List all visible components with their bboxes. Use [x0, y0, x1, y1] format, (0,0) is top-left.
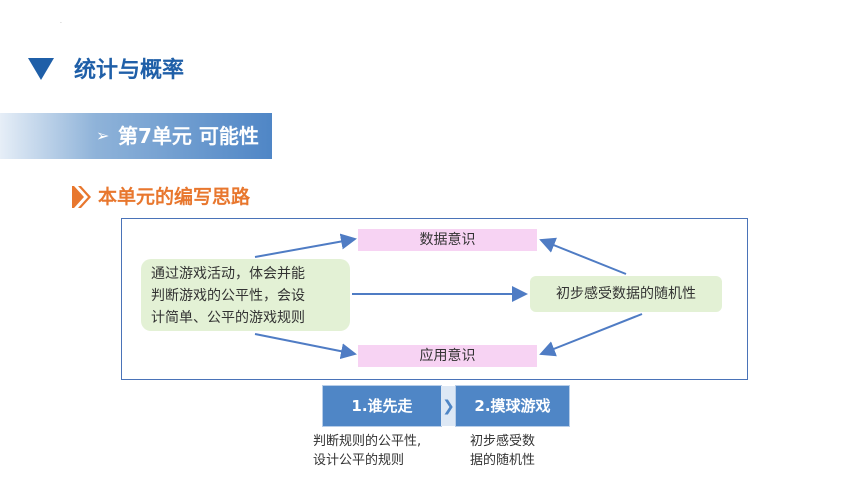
step-1-caption: 判断规则的公平性, 设计公平的规则: [313, 432, 453, 470]
title-triangle-icon: [28, 58, 54, 80]
step-2-caption-line-1: 初步感受数: [470, 434, 536, 449]
decorative-dot: ·: [60, 20, 62, 27]
double-chevron-icon: [72, 186, 91, 208]
game-activity-line-1: 通过游戏活动，体会并能: [151, 266, 305, 282]
arrow-right-to-bottom: [539, 313, 643, 357]
chevron-right-icon: ❯: [441, 386, 456, 426]
game-activity-box: 通过游戏活动，体会并能 判断游戏的公平性，会设 计简单、公平的游戏规则: [141, 259, 350, 331]
arrow-right-to-top: [539, 237, 627, 275]
step-1-caption-line-1: 判断规则的公平性,: [313, 434, 422, 449]
step-2-box: 2.摸球游戏: [456, 386, 569, 426]
randomness-box: 初步感受数据的随机性: [530, 276, 722, 312]
unit-title: 第7单元 可能性: [118, 124, 259, 148]
step-2-caption: 初步感受数 据的随机性: [470, 432, 570, 470]
diagram-frame: [121, 218, 748, 380]
step-1-box: 1.谁先走: [323, 386, 441, 426]
step-2-caption-line-2: 据的随机性: [470, 453, 536, 468]
arrow-left-to-top: [254, 233, 357, 258]
game-activity-line-3: 计简单、公平的游戏规则: [151, 310, 305, 326]
step-1-caption-line-2: 设计公平的规则: [313, 453, 405, 468]
unit-banner: [0, 113, 272, 159]
data-awareness-box: 数据意识: [358, 229, 537, 251]
application-awareness-box: 应用意识: [358, 345, 537, 367]
arrow-bullet-icon: ➢: [96, 126, 110, 145]
section-title: 本单元的编写思路: [98, 186, 251, 208]
arrow-left-to-bottom: [254, 333, 357, 360]
game-activity-line-2: 判断游戏的公平性，会设: [151, 288, 305, 304]
page-title: 统计与概率: [74, 58, 185, 83]
